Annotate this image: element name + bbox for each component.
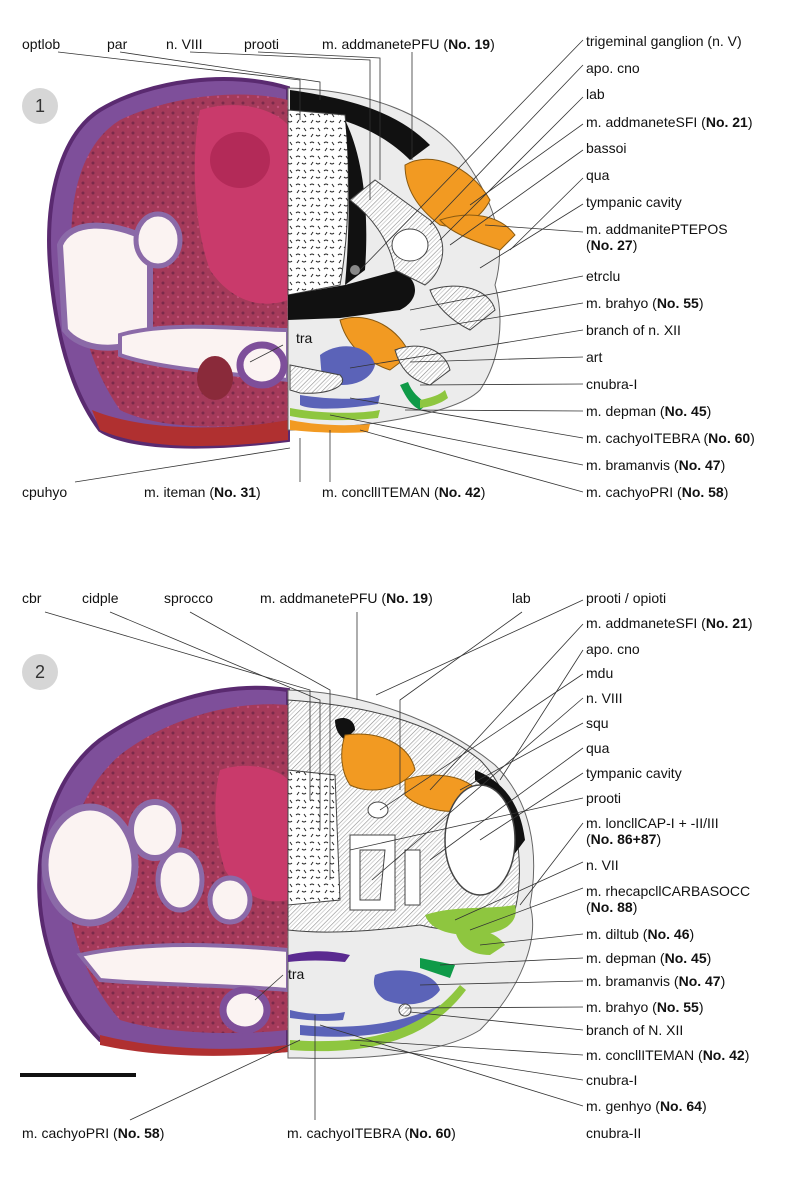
label-tympanic-cavity: tympanic cavity	[586, 194, 682, 210]
label-apo-cno-2: apo. cno	[586, 641, 640, 657]
label-etrclu: etrclu	[586, 268, 621, 284]
label-prooti-2: prooti	[586, 790, 622, 806]
panel1-leader-lines	[57, 39, 584, 493]
label-prooti-opioti: prooti / opioti	[586, 590, 667, 606]
label-diltub: m. diltub (No. 46)	[586, 926, 695, 942]
label-conclliteman-2: m. concllITEMAN (No. 42)	[586, 1047, 750, 1063]
panel2-leader-lines	[44, 599, 584, 1121]
panel2-number-badge: 2	[22, 654, 58, 690]
label-addmanetesfi-2: m. addmaneteSFI (No. 21)	[586, 615, 753, 631]
label-loncllcap: m. loncllCAP-I + -II/III(No. 86+87)	[586, 815, 719, 847]
panel1-schematic	[287, 87, 516, 433]
panel2-schematic	[287, 689, 535, 1059]
label-addmanitepteposlb: m. addmanitePTEPOS(No. 27)	[586, 221, 728, 253]
label-rhecapcllcarbasocc: m. rhecapcllCARBASOCC(No. 88)	[586, 883, 751, 915]
label-brahyo-2: m. brahyo (No. 55)	[586, 999, 704, 1015]
scale-bar	[20, 1073, 136, 1077]
label-n-viii: n. VIII	[166, 36, 203, 52]
label-addmanetepfu-2: m. addmanetePFU (No. 19)	[260, 590, 433, 606]
label-tra-2: tra	[288, 966, 305, 982]
label-cnubra-i-2: cnubra-I	[586, 1072, 638, 1088]
label-cachyoitebra-2: m. cachyoITEBRA (No. 60)	[287, 1125, 456, 1141]
label-sprocco: sprocco	[164, 590, 214, 606]
label-addmanetesfi: m. addmaneteSFI (No. 21)	[586, 114, 753, 130]
panel1-histology	[47, 77, 290, 449]
label-cnubra-i: cnubra-I	[586, 376, 638, 392]
label-mdu: mdu	[586, 665, 614, 681]
label-lab: lab	[586, 86, 605, 102]
label-squ: squ	[586, 715, 609, 731]
panel2-histology	[37, 685, 290, 1056]
label-qua-2: qua	[586, 740, 610, 756]
label-depman: m. depman (No. 45)	[586, 403, 712, 419]
label-addmanetepfu: m. addmanetePFU (No. 19)	[322, 36, 495, 52]
label-depman-2: m. depman (No. 45)	[586, 950, 712, 966]
label-trigeminal-ganglion: trigeminal ganglion (n. V)	[586, 33, 742, 49]
label-qua: qua	[586, 167, 610, 183]
label-cidple: cidple	[82, 590, 119, 606]
label-tra-1: tra	[296, 330, 313, 346]
label-n-viii-2: n. VIII	[586, 690, 623, 706]
label-branch-n-xii: branch of n. XII	[586, 322, 681, 338]
label-branch-n-xii-2: branch of N. XII	[586, 1022, 684, 1038]
label-iteman: m. iteman (No. 31)	[144, 484, 261, 500]
panel1-number-badge: 1	[22, 88, 58, 124]
label-lab-2: lab	[512, 590, 531, 606]
label-n-vii: n. VII	[586, 857, 619, 873]
label-conclliteman: m. concllITEMAN (No. 42)	[322, 484, 486, 500]
label-apo-cno: apo. cno	[586, 60, 640, 76]
label-optlob: optlob	[22, 36, 61, 52]
label-par: par	[107, 36, 128, 52]
label-brahyo: m. brahyo (No. 55)	[586, 295, 704, 311]
label-prooti: prooti	[244, 36, 280, 52]
label-cnubra-ii: cnubra-II	[586, 1125, 642, 1141]
label-tympanic-cavity-2: tympanic cavity	[586, 765, 682, 781]
label-cachyopri-2: m. cachyoPRI (No. 58)	[22, 1125, 165, 1141]
label-bramanvis-2: m. bramanvis (No. 47)	[586, 973, 726, 989]
label-genhyo: m. genhyo (No. 64)	[586, 1098, 707, 1114]
label-cachyoitebra: m. cachyoITEBRA (No. 60)	[586, 430, 755, 446]
label-art: art	[586, 349, 603, 365]
label-cachyopri: m. cachyoPRI (No. 58)	[586, 484, 729, 500]
label-bramanvis: m. bramanvis (No. 47)	[586, 457, 726, 473]
label-cbr: cbr	[22, 590, 42, 606]
label-cpuhyo: cpuhyo	[22, 484, 68, 500]
label-bassoi: bassoi	[586, 140, 627, 156]
